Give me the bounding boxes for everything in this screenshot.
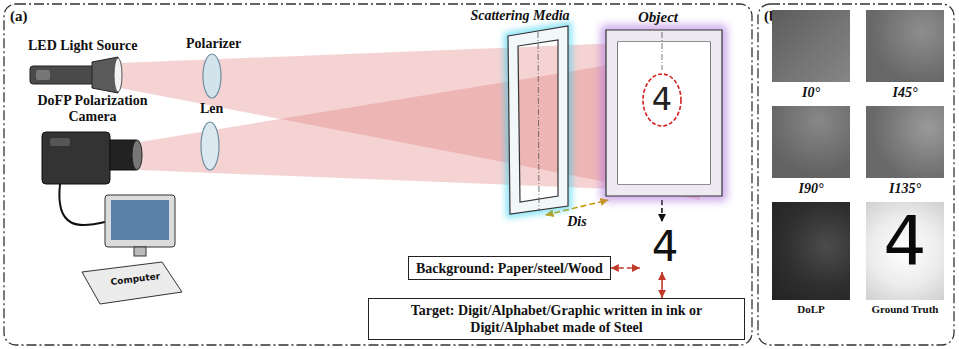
target-box: Target: Digit/Alphabet/Graphic written i… (368, 298, 745, 340)
part-name: Len (200, 101, 223, 117)
scattering-media: Scattering Media (462, 8, 578, 215)
box-text: Background: Paper/steel/Wood (416, 261, 603, 276)
panel-a: (a) Scattering Media Object 4 4Background: P… (3, 3, 753, 346)
frame-center-line (662, 32, 663, 70)
polarizer-symbol (203, 54, 221, 98)
gray-image (772, 10, 850, 82)
keyboard (82, 262, 182, 304)
handwritten-digit: 4 (640, 222, 690, 272)
panel-letter: (a) (10, 8, 28, 25)
part-name: DoFP Polarization Camera (20, 93, 165, 125)
part-name: LED Light Source (28, 38, 137, 54)
handwritten-digit: 4 (642, 80, 682, 118)
edge-label: Dis (565, 214, 588, 229)
part-name: Object (638, 9, 678, 26)
frame-glow (508, 26, 568, 214)
connector (661, 272, 663, 298)
dash-dot-outline (4, 4, 752, 345)
image-caption: I45° (858, 85, 952, 101)
image-tile: DoLP (772, 202, 850, 320)
image-caption: I90° (764, 181, 858, 197)
flashlight-switch (36, 70, 50, 80)
frame-glow (606, 30, 722, 196)
purple-haze (600, 24, 728, 202)
gray-image: 4 (866, 202, 944, 300)
lens-symbol (201, 122, 219, 170)
image-tile: I45° (866, 10, 944, 102)
gray-image (866, 106, 944, 178)
camera-lens-front (132, 140, 142, 170)
handwritten-digit: 4 (866, 202, 944, 300)
target-image: 4 (640, 222, 690, 272)
image-caption: Ground Truth (858, 303, 952, 315)
background-box: Background: Paper/steel/Wood (408, 256, 611, 280)
white-board (618, 42, 710, 184)
image-caption: I135° (858, 181, 952, 197)
frame-center-line (538, 32, 539, 211)
red-dashed-circle (643, 74, 681, 126)
flashlight-body (30, 66, 94, 84)
image-tile: 4Ground Truth (866, 202, 944, 320)
camera-cable (59, 184, 105, 225)
media-frame (462, 8, 578, 215)
part-name: Polarizer (186, 36, 241, 52)
panel-b: (b)I0°I45°I90°I135°DoLP4Ground Truth (757, 3, 955, 346)
frame-bars (606, 30, 722, 196)
object-frame: Object 4 (598, 8, 728, 200)
part-name: Computer (110, 271, 161, 287)
image-caption: I0° (764, 85, 858, 101)
dash-dot-outline (758, 4, 954, 345)
part-name: Scattering Media (470, 8, 569, 24)
box-text: Target: Digit/Alphabet/Graphic written i… (377, 302, 736, 336)
gray-image (772, 106, 850, 178)
frame-bars (508, 26, 568, 214)
connector (611, 267, 640, 269)
connector (661, 200, 663, 222)
image-tile: I135° (866, 106, 944, 198)
image-caption: DoLP (764, 303, 858, 315)
monitor-screen (111, 200, 169, 240)
monitor (105, 195, 175, 247)
monitor-stand (134, 247, 146, 256)
image-tile: I90° (772, 106, 850, 198)
gray-image (866, 10, 944, 82)
gray-image (772, 202, 850, 300)
flashlight-lens (114, 58, 122, 92)
camera-body (42, 132, 110, 184)
image-tile: I0° (772, 10, 850, 102)
camera-detail (50, 138, 70, 146)
